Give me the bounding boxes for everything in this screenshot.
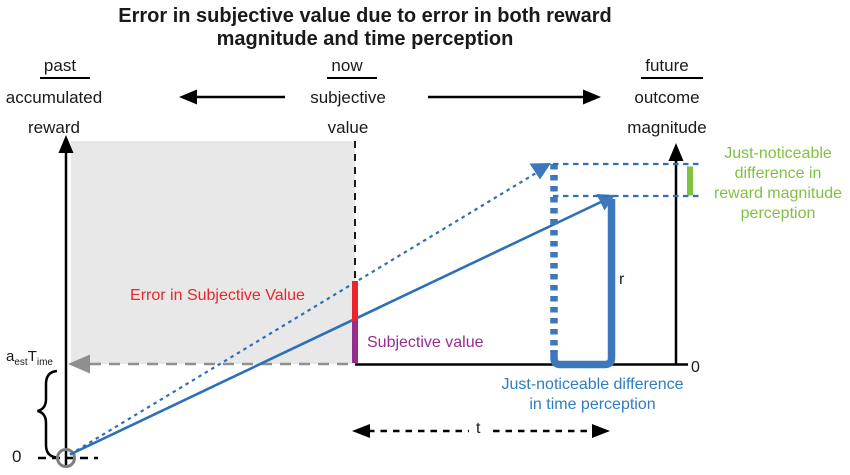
t-span-right-arrow-icon bbox=[592, 424, 610, 438]
t-label: t bbox=[476, 420, 481, 437]
timeline-past: past bbox=[25, 56, 105, 79]
right-axis-title-line2: magnitude bbox=[627, 118, 707, 137]
figure-title-line1: Error in subjective value due to error i… bbox=[118, 5, 612, 27]
value-line-true-arrow-icon bbox=[596, 194, 615, 211]
jnd-reward-label-line4: perception bbox=[740, 205, 816, 222]
jnd-time-label-line1: Just-noticeable difference bbox=[501, 376, 684, 393]
value-line-misperceived-arrow-icon bbox=[529, 163, 551, 180]
figure-title-line2: magnitude and time perception bbox=[216, 28, 514, 50]
origin-marker-icon bbox=[56, 448, 76, 468]
timeline-future: future bbox=[632, 56, 712, 79]
left-axis-arrow-icon bbox=[58, 135, 74, 153]
jnd-reward-label-line1: Just-noticeable bbox=[724, 145, 832, 162]
arrow-to-past-head-icon bbox=[179, 89, 197, 105]
value-line-misperceived bbox=[69, 171, 538, 456]
value-line-true bbox=[69, 200, 603, 456]
r-label: r bbox=[619, 271, 625, 288]
curly-brace-icon bbox=[37, 369, 58, 459]
figure-title: Error in subjective value due to error i… bbox=[55, 5, 675, 51]
jnd-time-label-line2: in time perception bbox=[529, 396, 656, 413]
jnd-time-label: Just-noticeable difference in time perce… bbox=[480, 375, 705, 415]
jnd-reward-label: Just-noticeable difference in reward mag… bbox=[702, 144, 850, 224]
center-title-line2: value bbox=[327, 118, 369, 137]
accumulated-reward-arrow-icon bbox=[68, 354, 90, 374]
left-axis-title-line1: accumulated bbox=[5, 88, 103, 107]
jnd-reward-label-line3: reward magnitude bbox=[713, 185, 843, 202]
origin-zero-label: 0 bbox=[12, 447, 22, 466]
aest-time-label: aestTime bbox=[6, 348, 53, 368]
subjective-value-label: Subjective value bbox=[367, 334, 484, 351]
right-axis-arrow-icon bbox=[668, 143, 684, 161]
arrow-to-future-head-icon bbox=[583, 89, 601, 105]
timeline-now: now bbox=[312, 56, 392, 79]
right-axis-zero-label: 0 bbox=[691, 359, 700, 376]
error-subjective-value-label: Error in Subjective Value bbox=[130, 287, 305, 304]
center-title-line1: subjective bbox=[310, 88, 386, 107]
left-axis-title-line2: reward bbox=[28, 118, 80, 137]
t-span-left-arrow-icon bbox=[352, 424, 370, 438]
right-axis-title-line1: outcome bbox=[634, 88, 700, 107]
accumulated-reward-region bbox=[71, 141, 355, 364]
jnd-reward-label-line2: difference in bbox=[734, 165, 822, 182]
jnd-time-bracket bbox=[550, 199, 616, 369]
